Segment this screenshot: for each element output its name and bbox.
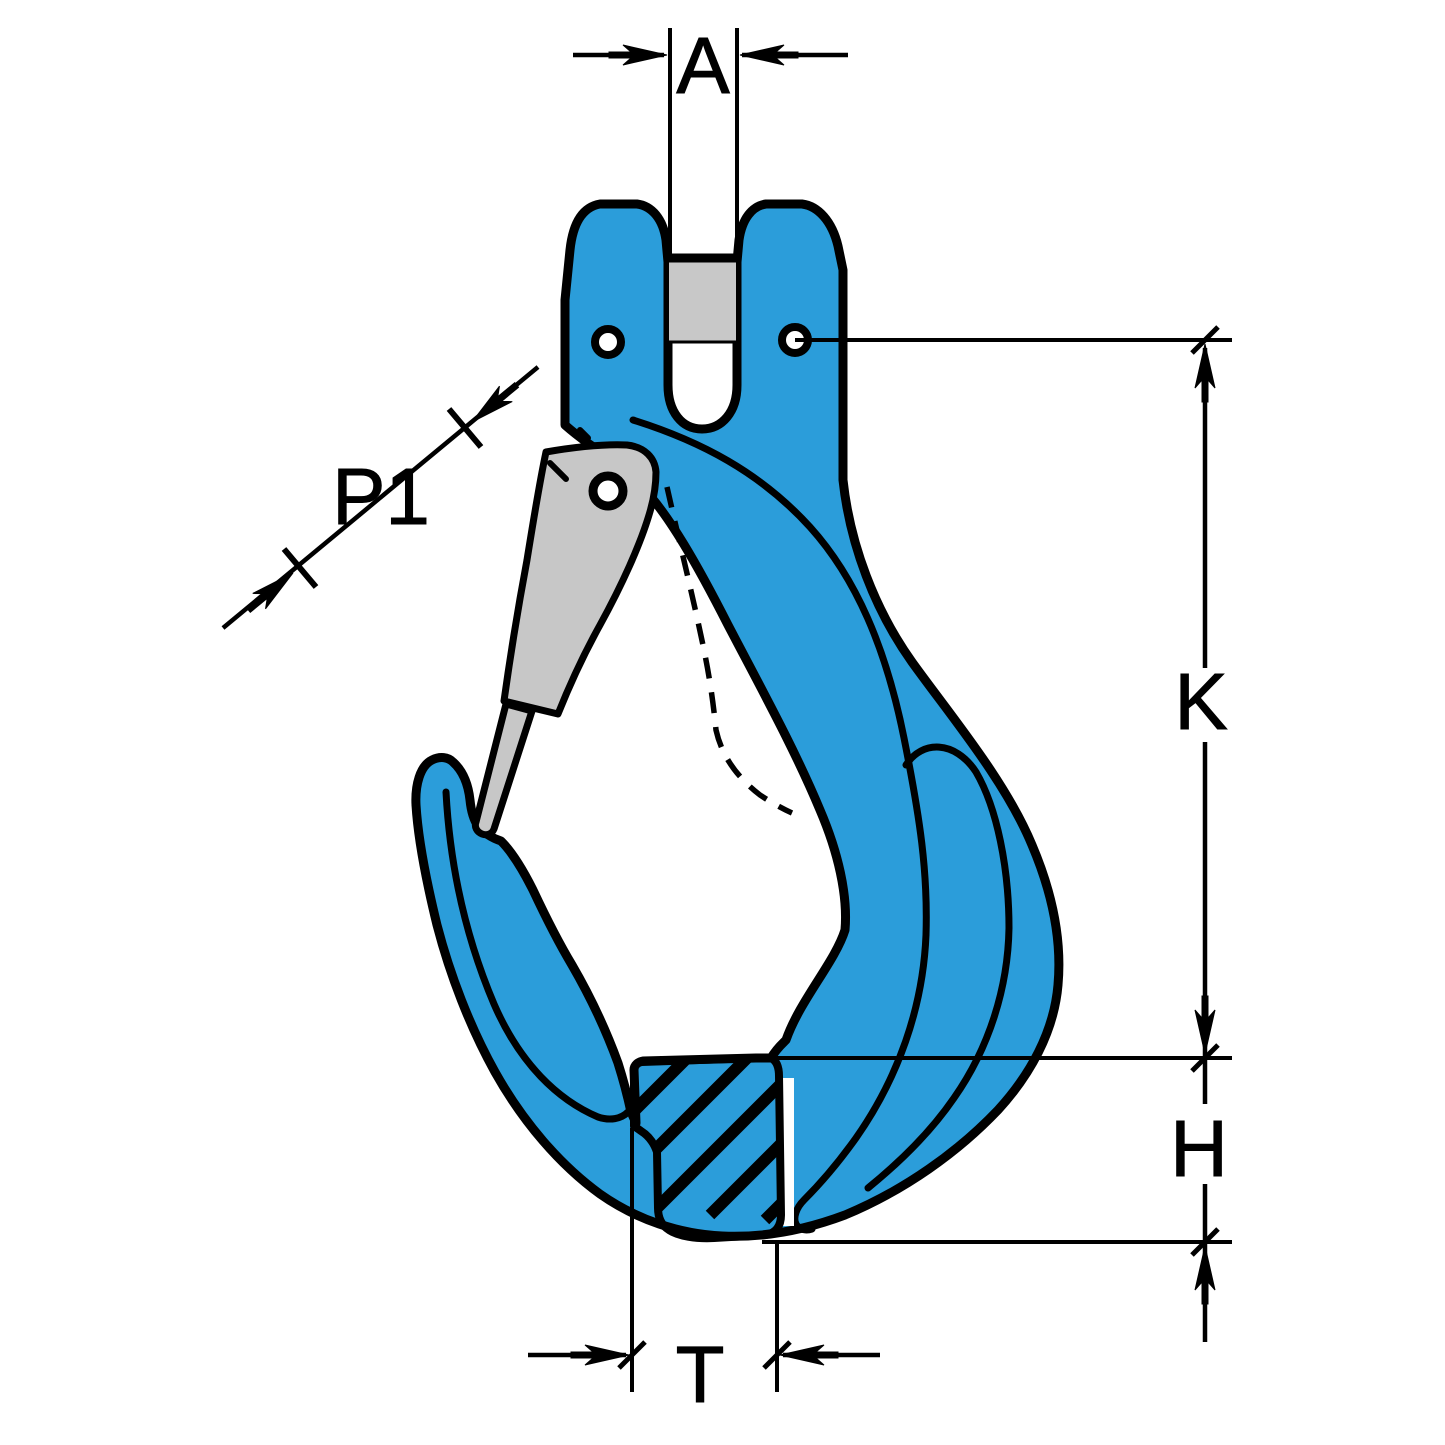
dimension-a: A bbox=[573, 21, 848, 256]
safety-latch bbox=[471, 427, 660, 839]
hidden-latch-outline bbox=[664, 486, 794, 816]
latch-body bbox=[500, 441, 660, 718]
dim-label-t: T bbox=[676, 1330, 725, 1419]
dim-label-h: H bbox=[1170, 1104, 1228, 1193]
dimension-h: H bbox=[660, 1056, 1232, 1342]
k-arrow-up bbox=[1194, 343, 1216, 403]
hook-contour-lines bbox=[442, 416, 1013, 1234]
dimension-p1: P1 bbox=[221, 365, 540, 630]
h-arrow-up bbox=[1194, 1245, 1216, 1305]
latch-pivot-hole bbox=[588, 471, 628, 511]
t-arrow-left bbox=[570, 1344, 630, 1366]
a-arrow-right bbox=[739, 44, 799, 66]
latch-detail-dash bbox=[547, 460, 569, 482]
dim-label-k: K bbox=[1174, 657, 1227, 746]
dim-label-p1: P1 bbox=[332, 452, 430, 541]
dimension-t: T bbox=[528, 1128, 880, 1420]
hook bbox=[411, 199, 1064, 1243]
t-tick-right bbox=[762, 1340, 792, 1370]
clevis-pin-hole-left bbox=[591, 325, 625, 359]
hook-body bbox=[411, 199, 1064, 1241]
contour-outer-groove bbox=[864, 743, 1013, 1192]
t-arrow-right bbox=[779, 1344, 839, 1366]
chain-pin-section bbox=[630, 1054, 785, 1243]
latch-tongue bbox=[471, 700, 536, 839]
contour-neck-groove bbox=[629, 416, 930, 1234]
dim-label-a: A bbox=[676, 21, 730, 110]
t-tick-left bbox=[617, 1340, 647, 1370]
k-arrow-down bbox=[1194, 995, 1216, 1055]
contour-left-limb bbox=[442, 788, 632, 1123]
h-tick-bottom bbox=[1190, 1227, 1220, 1257]
a-arrow-left bbox=[608, 44, 668, 66]
section-outline bbox=[630, 1054, 785, 1243]
latch-detail-dash-2 bbox=[577, 427, 591, 441]
dimension-k: K bbox=[795, 325, 1232, 1104]
p1-tick-upper bbox=[446, 407, 484, 449]
k-tick-top bbox=[1190, 325, 1220, 355]
clevis-pin bbox=[669, 258, 736, 342]
p1-tick-lower bbox=[281, 547, 319, 589]
dimensions: A P1 K H bbox=[221, 21, 1232, 1420]
